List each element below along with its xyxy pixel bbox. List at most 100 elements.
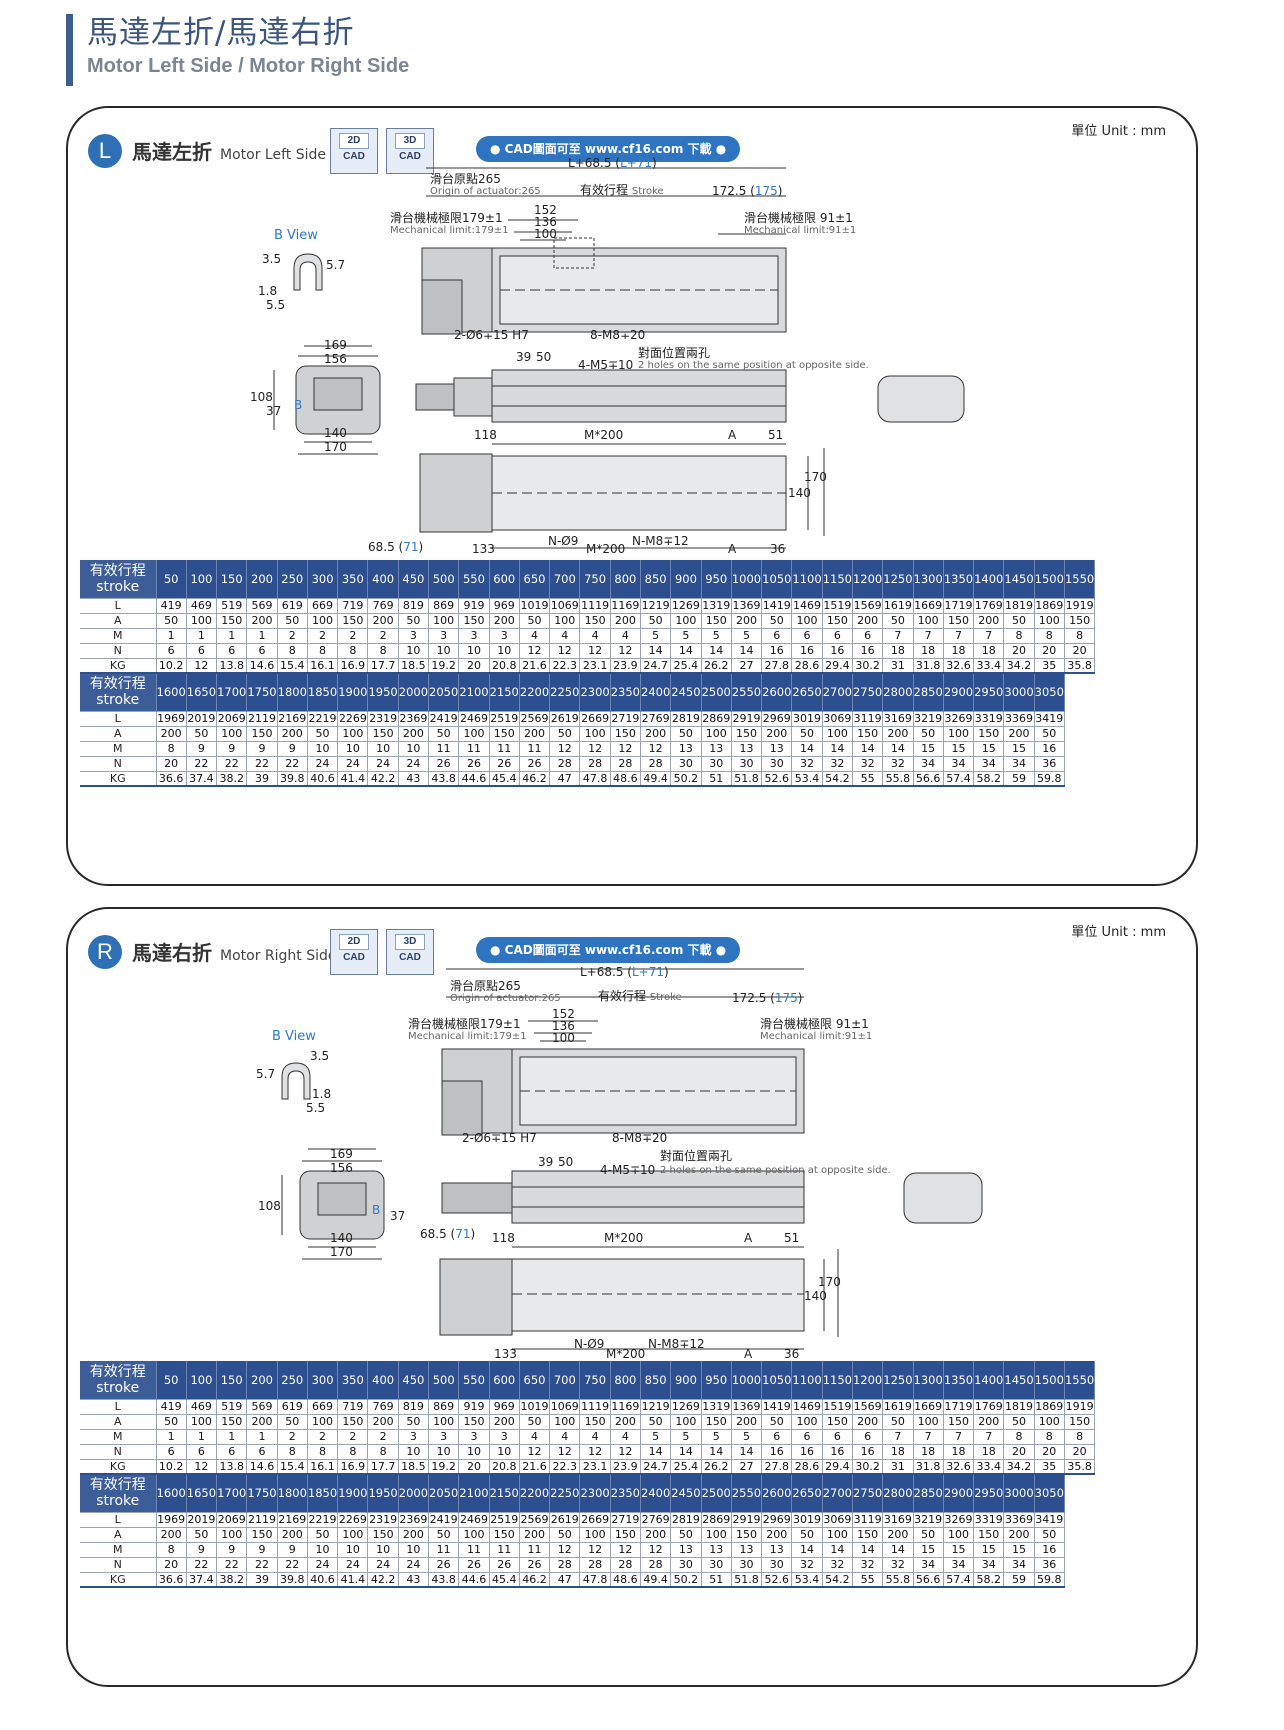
spec-cell: 2569 bbox=[518, 710, 551, 727]
spec-cell: 1319 bbox=[700, 1398, 732, 1415]
stroke-cell: 1950 bbox=[367, 673, 399, 711]
spec-cell: 12 bbox=[579, 1541, 611, 1558]
stroke-cell: 2450 bbox=[670, 1474, 702, 1512]
spec-cell: 1 bbox=[185, 1428, 218, 1445]
stroke-cell: 1150 bbox=[822, 560, 853, 598]
page-header: 馬達左折/馬達右折 Motor Left Side / Motor Right … bbox=[66, 14, 409, 86]
spec-cell: 1769 bbox=[973, 597, 1005, 614]
spec-cell: 39.8 bbox=[276, 1571, 308, 1588]
dim-m200: M*200 bbox=[584, 428, 624, 442]
spec-cell: 2 bbox=[306, 627, 339, 644]
row-label: M bbox=[80, 1428, 157, 1445]
spec-cell: 27.8 bbox=[761, 657, 793, 674]
stroke-cell: 750 bbox=[579, 1361, 611, 1399]
spec-cell: 2 bbox=[337, 1428, 369, 1445]
stroke-cell: 1300 bbox=[913, 560, 944, 598]
dim-stroke: 有效行程 Stroke bbox=[580, 183, 664, 199]
spec-cell: 2 bbox=[306, 1428, 339, 1445]
spec-cell: 100 bbox=[337, 725, 369, 742]
spec-cell: 26.2 bbox=[700, 1458, 732, 1475]
spec-cell: 200 bbox=[851, 1413, 884, 1430]
spec-cell: 200 bbox=[488, 1413, 520, 1430]
spec-cell: 13 bbox=[730, 740, 763, 757]
spec-cell: 18 bbox=[973, 1443, 1005, 1460]
spec-cell: 150 bbox=[1063, 1413, 1096, 1430]
stroke-cell: 1200 bbox=[852, 560, 884, 598]
spec-cell: 150 bbox=[821, 612, 853, 629]
spec-cell: 39 bbox=[246, 770, 278, 787]
spec-cell: 11 bbox=[488, 740, 520, 757]
cad-download-link[interactable]: ● CAD圖面可至 www.cf16.com 下載 ● bbox=[476, 136, 741, 162]
dim-b-3-5: 3.5 bbox=[310, 1049, 330, 1063]
spec-cell: 2169 bbox=[276, 1511, 308, 1528]
spec-cell: 14.6 bbox=[246, 657, 278, 674]
spec-cell: 30 bbox=[761, 1556, 793, 1573]
spec-cell: 23.9 bbox=[609, 1458, 642, 1475]
stroke-cell: 1650 bbox=[186, 1474, 218, 1512]
m8-top-label: 8-M8∓20 bbox=[590, 328, 646, 342]
spec-cell: 24.7 bbox=[639, 1458, 672, 1475]
spec-cell: 24 bbox=[367, 755, 399, 772]
spec-cell: 45.4 bbox=[488, 770, 520, 787]
spec-cell: 30 bbox=[700, 755, 732, 772]
spec-cell: 3169 bbox=[882, 1511, 914, 1528]
spec-cell: 36.6 bbox=[155, 770, 187, 787]
spec-cell: 719 bbox=[337, 1398, 369, 1415]
spec-cell: 55 bbox=[851, 770, 884, 787]
spec-cell: 8 bbox=[367, 1443, 399, 1460]
stroke-cell: 2750 bbox=[852, 673, 884, 711]
spec-cell: 20 bbox=[155, 1556, 187, 1573]
spec-cell: 26 bbox=[428, 1556, 460, 1573]
dim-133: 133 bbox=[494, 1347, 517, 1361]
spec-cell: 10 bbox=[488, 1443, 520, 1460]
spec-cell: 19.2 bbox=[428, 657, 460, 674]
stroke-cell: 1400 bbox=[973, 560, 1005, 598]
spec-cell: 18 bbox=[912, 1443, 944, 1460]
stroke-cell: 2450 bbox=[670, 673, 702, 711]
spec-cell: 3319 bbox=[973, 710, 1005, 727]
dim-37: 37 bbox=[390, 1209, 406, 1223]
spec-cell: 1019 bbox=[518, 1398, 551, 1415]
spec-cell: 1069 bbox=[549, 597, 581, 614]
spec-cell: 50 bbox=[639, 612, 672, 629]
spec-cell: 2419 bbox=[428, 1511, 460, 1528]
dim-m200-bottom: M*200 bbox=[586, 542, 626, 556]
stroke-cell: 700 bbox=[549, 1361, 581, 1399]
cad-download-link[interactable]: ● CAD圖面可至 www.cf16.com 下載 ● bbox=[476, 937, 741, 963]
dim-140-vertical: 140 bbox=[804, 1289, 827, 1303]
spec-cell: 42.2 bbox=[367, 1571, 399, 1588]
spec-cell: 2519 bbox=[488, 710, 520, 727]
spec-cell: 25.4 bbox=[670, 1458, 702, 1475]
spec-cell: 13 bbox=[670, 1541, 702, 1558]
m5-label: 4-M5∓10 bbox=[578, 358, 634, 372]
dim-118: 118 bbox=[492, 1231, 515, 1245]
dim-108: 108 bbox=[258, 1199, 281, 1213]
spec-cell: 20.8 bbox=[488, 1458, 520, 1475]
spec-cell: 100 bbox=[1033, 1413, 1065, 1430]
spec-cell: 20 bbox=[458, 657, 490, 674]
spec-cell: 50 bbox=[428, 725, 460, 742]
spec-cell: 1419 bbox=[761, 1398, 793, 1415]
spec-cell: 33.4 bbox=[973, 1458, 1005, 1475]
stroke-cell: 450 bbox=[398, 1361, 430, 1399]
stroke-cell: 2650 bbox=[791, 673, 823, 711]
stroke-cell: 2800 bbox=[882, 1474, 914, 1512]
stroke-cell: 1200 bbox=[852, 1361, 884, 1399]
spec-cell: 9 bbox=[276, 1541, 308, 1558]
spec-cell: 150 bbox=[700, 1413, 732, 1430]
spec-cell: 200 bbox=[397, 725, 430, 742]
spec-cell: 150 bbox=[851, 1526, 884, 1543]
spec-cell: 35 bbox=[1033, 1458, 1065, 1475]
row-label: L bbox=[80, 1398, 157, 1415]
spec-cell: 10 bbox=[397, 642, 430, 659]
row-label: L bbox=[80, 1511, 157, 1528]
spec-cell: 43 bbox=[397, 1571, 430, 1588]
spec-cell: 18 bbox=[912, 642, 944, 659]
dim-140: 140 bbox=[324, 426, 347, 440]
spec-cell: 6 bbox=[761, 627, 793, 644]
